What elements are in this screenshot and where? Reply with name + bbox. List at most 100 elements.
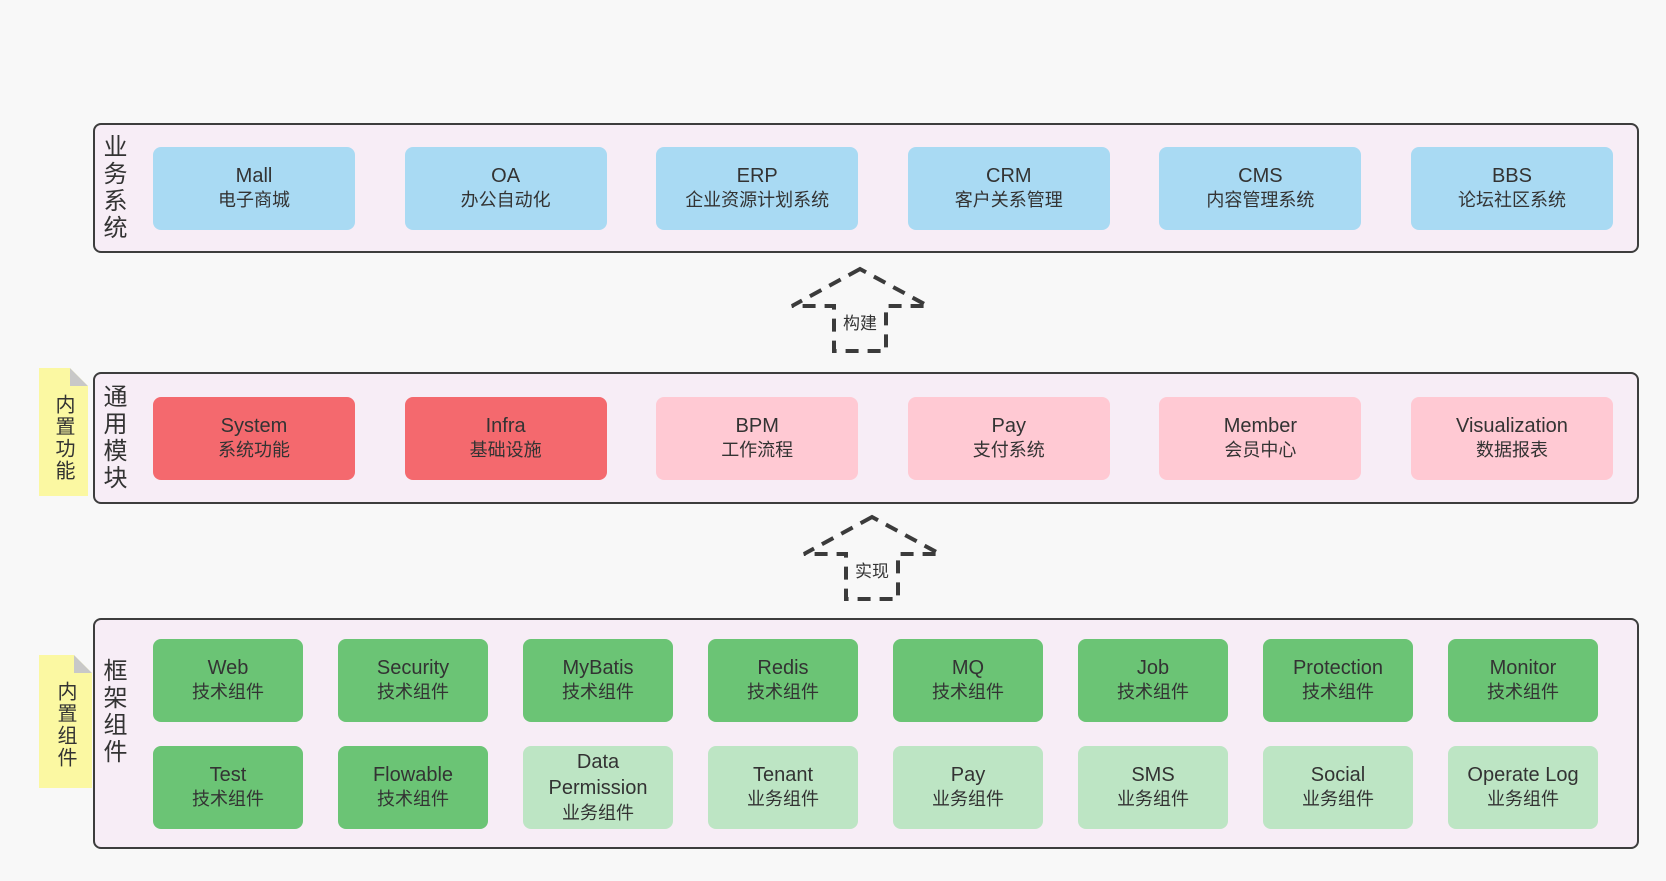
framework-components-label: 框架组件 [99,658,126,766]
box-title: Job [1136,656,1170,679]
box-pay-component: Pay 业务组件 [893,745,1043,829]
framework-row-2: Test 技术组件 Flowable 技术组件 Data Permission … [153,745,1598,829]
box-subtitle: 技术组件 [1117,682,1189,703]
box-subtitle: 数据报表 [1475,440,1548,461]
box-redis: Redis 技术组件 [708,638,858,722]
box-erp: ERP 企业资源计划系统 [656,146,859,230]
dashed-up-arrow-icon [803,514,941,601]
framework-row-1: Web 技术组件 Security 技术组件 MyBatis 技术组件 Redi… [153,638,1598,722]
box-cms: CMS 内容管理系统 [1159,146,1362,230]
box-subtitle: 业务组件 [1487,789,1559,810]
box-subtitle: 业务组件 [747,789,819,810]
implement-arrow-label: 实现 [852,556,892,583]
box-protection: Protection 技术组件 [1263,638,1413,722]
box-title: Pay [950,763,986,786]
box-title: Security [376,656,450,679]
box-subtitle: 业务组件 [932,789,1004,810]
box-subtitle: 业务组件 [1117,789,1189,810]
builtin-features-sticky: 内置功能 [39,368,88,496]
box-title: Web [207,656,249,679]
box-operate-log: Operate Log 业务组件 [1448,745,1598,829]
box-monitor: Monitor 技术组件 [1448,638,1598,722]
box-title: Protection [1292,656,1384,679]
box-title: Visualization [1456,414,1568,437]
box-subtitle: 客户关系管理 [954,190,1063,211]
box-subtitle: 工作流程 [721,440,794,461]
box-subtitle: 论坛社区系统 [1457,190,1566,211]
box-title: Tenant [752,763,814,786]
box-bpm: BPM 工作流程 [656,396,859,480]
builtin-components-sticky-label: 内置组件 [54,681,76,769]
box-subtitle: 技术组件 [192,682,264,703]
box-pay-module: Pay 支付系统 [907,396,1110,480]
box-title: Infra [485,414,526,437]
box-title: OA [491,164,521,187]
box-title: BPM [735,414,779,437]
box-subtitle: 技术组件 [932,682,1004,703]
build-arrow-label: 构建 [840,308,880,335]
box-title: MyBatis [562,656,634,679]
box-web: Web 技术组件 [153,638,303,722]
box-title: BBS [1491,164,1532,187]
box-title: Pay [991,414,1027,437]
common-modules-label: 通用模块 [99,384,126,492]
build-arrow: 构建 [788,266,932,354]
box-flowable: Flowable 技术组件 [338,745,488,829]
box-mybatis: MyBatis 技术组件 [523,638,673,722]
box-title: CMS [1238,164,1283,187]
business-systems-label: 业务系统 [99,134,126,242]
builtin-features-sticky-label: 内置功能 [52,394,74,482]
box-subtitle: 技术组件 [1487,682,1559,703]
box-subtitle: 基础设施 [469,440,542,461]
box-data-permission: Data Permission 业务组件 [523,745,673,829]
box-crm: CRM 客户关系管理 [907,146,1110,230]
box-job: Job 技术组件 [1078,638,1228,722]
box-title: SMS [1131,763,1175,786]
box-subtitle: 技术组件 [562,682,634,703]
business-systems-boxes: Mall 电子商城 OA 办公自动化 ERP 企业资源计划系统 CRM 客户关系… [153,146,1613,230]
box-oa: OA 办公自动化 [404,146,607,230]
box-member: Member 会员中心 [1159,396,1362,480]
framework-components-panel: 框架组件 Web 技术组件 Security 技术组件 MyBatis 技术组件… [93,618,1639,849]
common-modules-boxes: System 系统功能 Infra 基础设施 BPM 工作流程 Pay 支付系统… [153,396,1613,480]
box-subtitle: 业务组件 [562,802,634,823]
box-title: Test [209,763,247,786]
implement-arrow: 实现 [800,514,944,602]
box-title: ERP [736,164,778,187]
box-subtitle: 技术组件 [377,789,449,810]
box-subtitle: 技术组件 [1302,682,1374,703]
box-subtitle: 技术组件 [747,682,819,703]
box-title: MQ [951,656,985,679]
box-subtitle: 业务组件 [1302,789,1374,810]
box-title: Mall [235,164,273,187]
box-subtitle: 会员中心 [1224,440,1297,461]
box-infra: Infra 基础设施 [404,396,607,480]
box-subtitle: 技术组件 [377,682,449,703]
box-sms: SMS 业务组件 [1078,745,1228,829]
box-title: Data Permission [548,750,648,800]
box-subtitle: 电子商城 [218,190,290,211]
common-modules-panel: 通用模块 System 系统功能 Infra 基础设施 BPM 工作流程 Pay… [93,372,1639,504]
box-title: CRM [986,164,1032,187]
box-subtitle: 系统功能 [218,440,290,461]
box-visualization: Visualization 数据报表 [1410,396,1613,480]
box-title: Social [1310,763,1366,786]
box-system: System 系统功能 [153,396,355,480]
folded-corner-icon [74,655,92,673]
box-title: System [220,414,288,437]
box-security: Security 技术组件 [338,638,488,722]
box-title: Redis [757,656,809,679]
box-subtitle: 支付系统 [972,440,1045,461]
folded-corner-icon [70,368,88,386]
box-test: Test 技术组件 [153,745,303,829]
box-title: Flowable [372,763,454,786]
box-mall: Mall 电子商城 [153,146,355,230]
box-mq: MQ 技术组件 [893,638,1043,722]
box-title: Monitor [1489,656,1557,679]
box-title: Operate Log [1467,763,1579,786]
box-tenant: Tenant 业务组件 [708,745,858,829]
box-subtitle: 办公自动化 [460,190,551,211]
box-title: Member [1223,414,1298,437]
framework-components-grid: Web 技术组件 Security 技术组件 MyBatis 技术组件 Redi… [153,638,1598,829]
